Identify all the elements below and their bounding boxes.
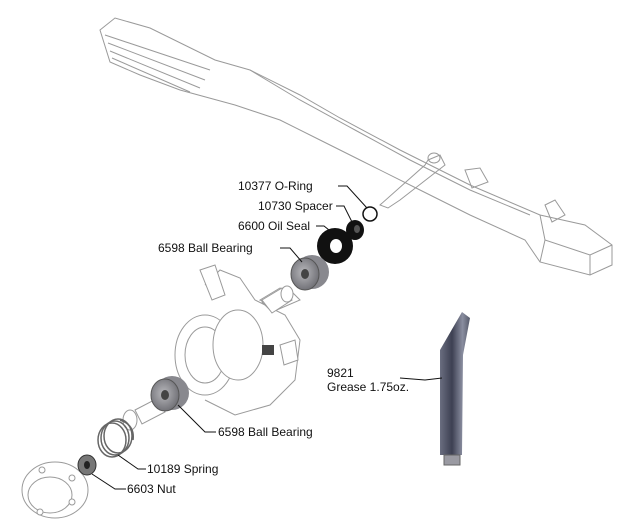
lever-arm <box>99 17 613 276</box>
spring-part <box>97 418 134 458</box>
o-ring-part <box>362 206 378 222</box>
nut-part <box>77 454 97 476</box>
label-ball-bearing-upper: 6598 Ball Bearing <box>158 241 253 255</box>
grease-tube <box>440 312 470 466</box>
leader-lines <box>91 185 443 490</box>
label-ball-bearing-lower: 6598 Ball Bearing <box>218 425 313 439</box>
oil-seal-part <box>317 228 353 264</box>
ball-bearing-lower-part <box>150 376 189 412</box>
label-grease: Grease 1.75oz. <box>327 380 410 394</box>
shaft-pieces <box>122 397 166 431</box>
pump-housing <box>174 264 301 416</box>
label-o-ring: 10377 O-Ring <box>238 179 313 193</box>
ball-bearing-upper-part <box>290 255 329 291</box>
label-spring: 10189 Spring <box>147 462 219 476</box>
label-spacer: 10730 Spacer <box>258 199 333 213</box>
end-cap <box>21 461 89 519</box>
label-grease-number: 9821 <box>327 366 354 380</box>
spacer-part <box>346 220 364 240</box>
label-nut: 6603 Nut <box>127 482 176 496</box>
label-oil-seal: 6600 Oil Seal <box>238 219 311 233</box>
sleeve <box>261 285 294 314</box>
